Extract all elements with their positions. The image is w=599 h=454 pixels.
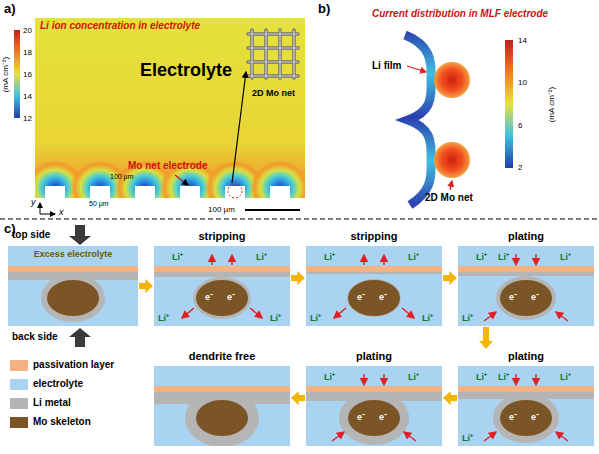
arrow-shape xyxy=(139,279,153,293)
colorbar-tick: 16 xyxy=(23,70,32,79)
ion-label: Li⁺ xyxy=(172,252,183,262)
electron-label: e⁻ xyxy=(357,292,365,302)
step-title: plating xyxy=(458,230,594,242)
arrow-shape xyxy=(291,271,305,285)
colorbar-tick: 18 xyxy=(23,48,32,57)
legend-swatch xyxy=(10,398,28,409)
arrow-shape xyxy=(443,271,457,285)
panel-title: Li ion concentration in electrolyte xyxy=(40,20,200,32)
arrow-shape xyxy=(479,327,493,349)
legend-text: electrolyte xyxy=(33,378,83,390)
dimension: 100 μm xyxy=(110,173,134,181)
scale-bar-label: 100 μm xyxy=(208,205,235,214)
dimension: 50 μm xyxy=(89,200,109,208)
step-title: stripping xyxy=(154,230,290,242)
ion-label: Li⁺ xyxy=(498,372,509,382)
ion-label: Li⁺ xyxy=(462,313,473,323)
ion-label: Li⁺ xyxy=(324,372,335,382)
part-label: Mo net electrode xyxy=(128,160,207,172)
step-title: plating xyxy=(458,350,594,362)
step-arrow xyxy=(291,271,305,285)
colorbar-tick: 12 xyxy=(23,114,32,123)
step-title: plating xyxy=(306,350,442,362)
step-panel: stripping xyxy=(306,230,442,326)
legend-text: Mo skeleton xyxy=(33,416,91,428)
ion-label: Li⁺ xyxy=(270,313,281,323)
part-label: 2D Mo net xyxy=(252,88,295,98)
step-panel: plating xyxy=(458,350,594,446)
ion-label: Li⁺ xyxy=(422,313,433,323)
ion-label: Li⁺ xyxy=(462,433,473,443)
ion-label: Li⁺ xyxy=(476,372,487,382)
panel-letter: b) xyxy=(318,2,330,17)
colorbar-tick: 6 xyxy=(518,121,522,130)
step-arrow xyxy=(139,279,153,293)
panel-letter: a) xyxy=(4,2,16,17)
ion-label: Li⁺ xyxy=(498,252,509,262)
step-panel: plating xyxy=(458,230,594,326)
electron-label: e⁻ xyxy=(509,412,517,422)
legend-swatch xyxy=(10,417,28,428)
ion-label: Li⁺ xyxy=(256,252,267,262)
electron-label: e⁻ xyxy=(509,292,517,302)
colorbar-tick: 2 xyxy=(518,163,522,172)
arrow-shape xyxy=(291,391,305,405)
ion-label: Li⁺ xyxy=(560,252,571,262)
step-arrow xyxy=(443,271,457,285)
region-label: Excess electrolyte xyxy=(8,249,138,259)
axis-label: y xyxy=(31,197,36,207)
panel-title: Current distribution in MLF electrode xyxy=(372,8,548,20)
colorbar-tick: 10 xyxy=(518,78,527,87)
step-arrow xyxy=(443,391,457,405)
region-label: Electrolyte xyxy=(140,60,232,81)
unit-label: (mA cm⁻²) xyxy=(1,57,10,92)
electron-label: e⁻ xyxy=(227,292,235,302)
step-arrow xyxy=(479,327,493,349)
step-panel: plating xyxy=(306,350,442,446)
step-title: dendrite free xyxy=(154,350,290,362)
step-arrow xyxy=(291,391,305,405)
legend-text: passivation layer xyxy=(33,359,114,371)
cell-panel: Excess electrolyte xyxy=(8,246,138,326)
legend-swatch xyxy=(10,379,28,390)
colorbar-tick: 20 xyxy=(23,26,32,35)
unit-label: (mA cm⁻²) xyxy=(547,87,556,122)
step-panel: dendrite free xyxy=(154,350,290,446)
legend-text: Li metal xyxy=(33,397,71,409)
ion-label: Li⁺ xyxy=(158,313,169,323)
electron-label: e⁻ xyxy=(205,292,213,302)
ion-label: Li⁺ xyxy=(324,252,335,262)
arrow-shape xyxy=(443,391,457,405)
colorbar-tick: 14 xyxy=(23,92,32,101)
ion-label: Li⁺ xyxy=(408,372,419,382)
part-label: 2D Mo net xyxy=(425,192,473,204)
ion-label: Li⁺ xyxy=(408,252,419,262)
ion-label: Li⁺ xyxy=(310,313,321,323)
ion-label: Li⁺ xyxy=(476,252,487,262)
colorbar-tick: 14 xyxy=(518,36,527,45)
ion-label: Li⁺ xyxy=(560,372,571,382)
axis-label: x xyxy=(59,207,64,217)
side-label: back side xyxy=(12,331,58,343)
step-title: stripping xyxy=(306,230,442,242)
side-label: top side xyxy=(12,229,50,241)
part-label: Li film xyxy=(372,60,401,72)
legend-swatch xyxy=(10,360,28,371)
electron-label: e⁻ xyxy=(357,412,365,422)
electron-label: e⁻ xyxy=(531,412,539,422)
electron-label: e⁻ xyxy=(379,292,387,302)
step-panel: stripping xyxy=(154,230,290,326)
electron-label: e⁻ xyxy=(531,292,539,302)
electron-label: e⁻ xyxy=(379,412,387,422)
